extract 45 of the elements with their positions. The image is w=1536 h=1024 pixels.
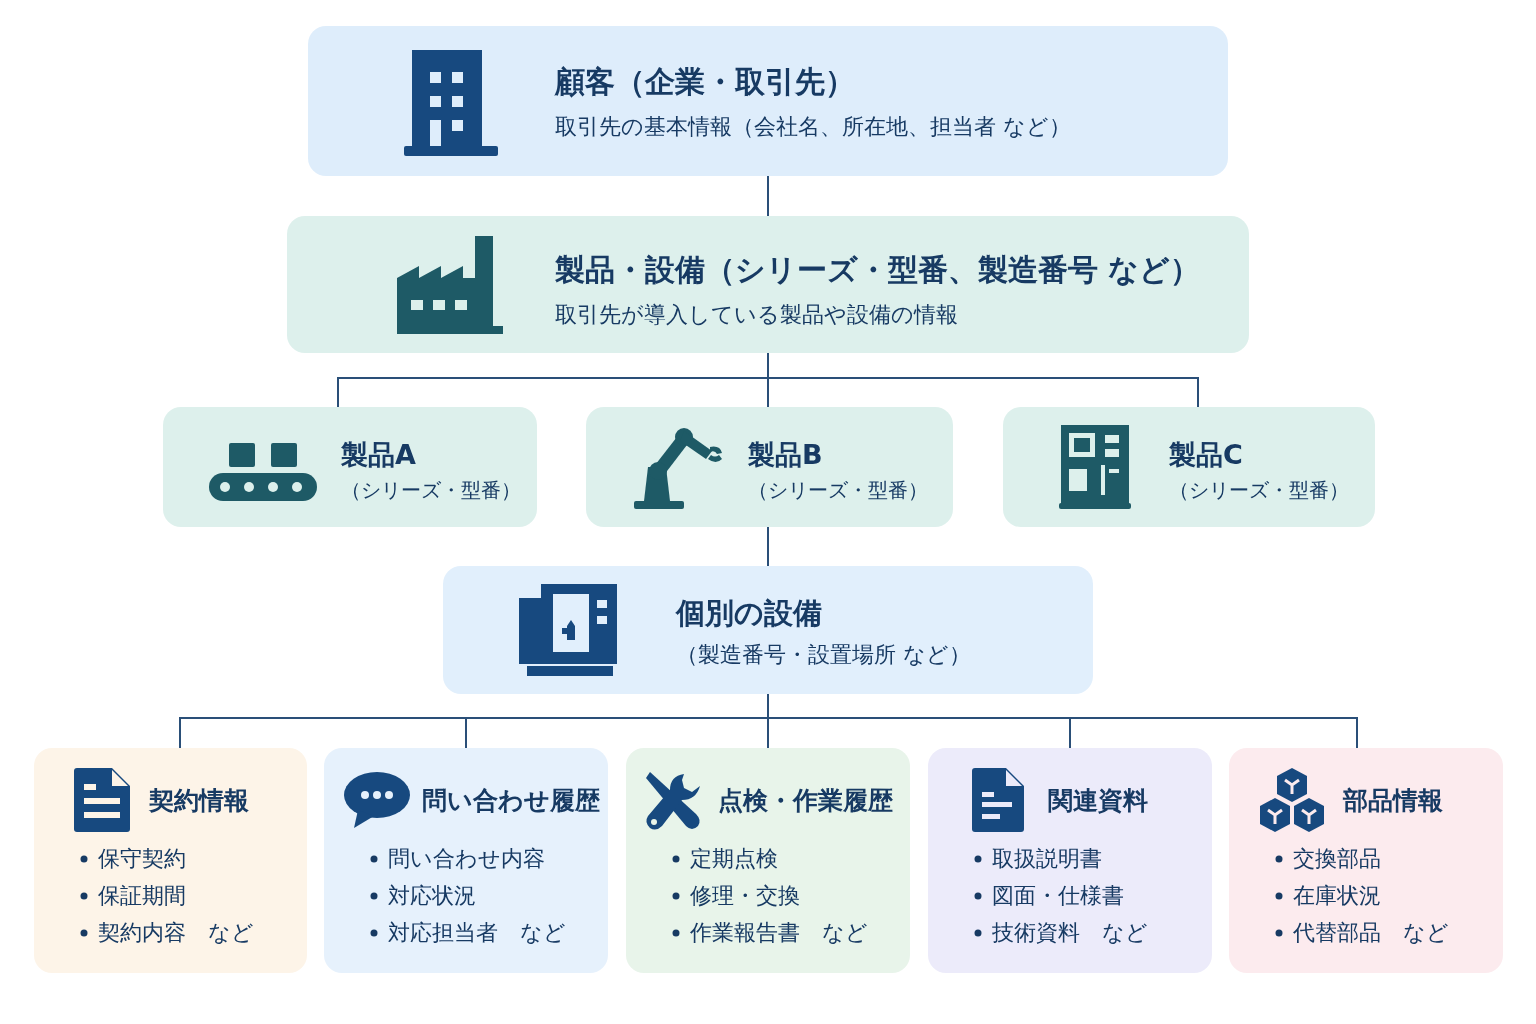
info-card xyxy=(324,748,608,973)
box-description: 取引先の基本情報（会社名、所在地、担当者 など） xyxy=(555,113,1071,141)
box-description: （シリーズ・型番） xyxy=(748,477,928,504)
box-description: （シリーズ・型番） xyxy=(1169,477,1349,504)
box-title: 製品A xyxy=(341,438,416,472)
list-item: 代替部品 など xyxy=(1293,919,1449,947)
info-card xyxy=(626,748,910,973)
info-box xyxy=(586,407,953,527)
card-heading: 部品情報 xyxy=(1343,785,1443,817)
list-item: 修理・交換 xyxy=(690,882,800,910)
info-box xyxy=(163,407,537,527)
connector-line xyxy=(767,175,769,217)
info-box xyxy=(443,566,1093,694)
box-description: 取引先が導入している製品や設備の情報 xyxy=(555,301,958,329)
list-item: 保証期間 xyxy=(98,882,186,910)
box-title: 製品C xyxy=(1169,438,1243,472)
info-card xyxy=(928,748,1212,973)
box-title: 製品B xyxy=(748,438,823,472)
list-item: 対応状況 xyxy=(388,882,476,910)
card-heading: 点検・作業履歴 xyxy=(718,785,893,817)
list-item: 問い合わせ内容 xyxy=(388,845,545,873)
list-item: 契約内容 など xyxy=(98,919,254,947)
list-item: 対応担当者 など xyxy=(388,919,566,947)
info-card xyxy=(34,748,307,973)
list-item: 在庫状況 xyxy=(1293,882,1381,910)
card-heading: 関連資料 xyxy=(1048,785,1148,817)
list-item: 取扱説明書 xyxy=(992,845,1102,873)
card-heading: 問い合わせ履歴 xyxy=(422,785,600,817)
box-description: （製造番号・設置場所 など） xyxy=(676,641,971,669)
list-item: 作業報告書 など xyxy=(690,919,868,947)
box-title: 個別の設備 xyxy=(676,595,822,632)
box-title: 顧客（企業・取引先） xyxy=(555,63,855,101)
info-box xyxy=(308,26,1228,176)
list-item: 保守契約 xyxy=(98,845,186,873)
info-box xyxy=(1003,407,1375,527)
list-item: 交換部品 xyxy=(1293,845,1381,873)
list-item: 図面・仕様書 xyxy=(992,882,1124,910)
connector-line xyxy=(767,526,769,567)
box-description: （シリーズ・型番） xyxy=(341,477,521,504)
info-box xyxy=(287,216,1249,353)
list-item: 定期点検 xyxy=(690,845,778,873)
card-heading: 契約情報 xyxy=(149,785,249,817)
box-title: 製品・設備（シリーズ・型番、製造番号 など） xyxy=(555,251,1201,289)
list-item: 技術資料 など xyxy=(992,919,1148,947)
info-card xyxy=(1229,748,1503,973)
